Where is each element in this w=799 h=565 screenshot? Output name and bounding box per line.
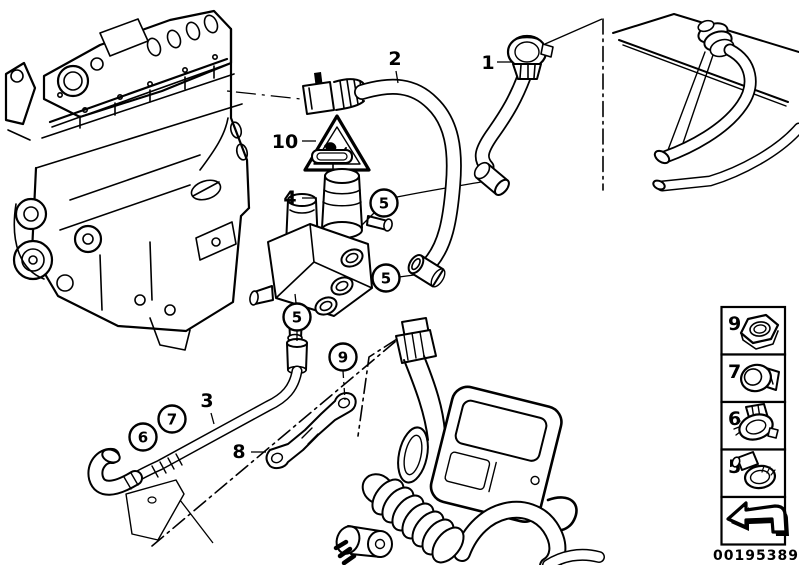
callout-6[interactable]: 6 xyxy=(128,422,158,452)
callout-3-label[interactable]: 3 xyxy=(200,390,213,412)
callout-5c[interactable]: 5 xyxy=(282,302,312,332)
engine-illustration xyxy=(4,9,251,351)
hose-1-illustration xyxy=(473,34,554,196)
callout-1-label[interactable]: 1 xyxy=(481,52,494,74)
hose-2-illustration xyxy=(302,72,462,288)
pump-assembly-illustration xyxy=(151,317,605,565)
leader-engine-to-hose2 xyxy=(226,90,302,100)
legend-item-5[interactable]: 5 xyxy=(720,448,787,499)
callout-4-label[interactable]: 4 xyxy=(283,187,296,209)
callout-leaders xyxy=(210,61,512,453)
worm-drive-clamp-icon xyxy=(731,451,777,490)
callout-10-label[interactable]: 10 xyxy=(272,131,298,153)
callout-7-label[interactable]: 7 xyxy=(167,411,177,429)
callout-2-label[interactable]: 2 xyxy=(388,48,401,70)
callout-5b[interactable]: 5 xyxy=(371,263,401,293)
callout-8[interactable]: 8 xyxy=(232,441,245,463)
legend-item-7[interactable]: 7 xyxy=(720,353,787,404)
callout-10[interactable]: 10 xyxy=(272,131,298,153)
water-valve-illustration xyxy=(249,149,393,343)
hex-nut-icon xyxy=(739,313,780,350)
legend-item-6-label[interactable]: 6 xyxy=(728,408,741,430)
figure-number: 00195389 xyxy=(713,548,799,564)
legend-item-7-label[interactable]: 7 xyxy=(728,361,741,383)
legend-item-9[interactable]: 9 xyxy=(720,305,787,356)
clip-clamp-icon xyxy=(733,403,779,441)
callout-3[interactable]: 3 xyxy=(200,390,213,412)
legend-item-6[interactable]: 6 xyxy=(720,400,787,451)
fastener-legend: 9 7 6 xyxy=(713,305,799,564)
mounting-bracket-illustration xyxy=(265,391,357,470)
callout-6-label[interactable]: 6 xyxy=(138,429,148,447)
legend-item-9-label[interactable]: 9 xyxy=(728,313,741,335)
callout-7[interactable]: 7 xyxy=(157,404,187,434)
callout-5c-label[interactable]: 5 xyxy=(292,309,302,327)
legend-item-arrow[interactable] xyxy=(720,495,790,546)
callout-1[interactable]: 1 xyxy=(481,52,494,74)
callout-5a[interactable]: 5 xyxy=(369,188,399,218)
callout-5a-label[interactable]: 5 xyxy=(379,195,389,213)
profile-clamp-icon xyxy=(740,363,780,393)
callout-9[interactable]: 9 xyxy=(328,342,358,372)
callout-5b-label[interactable]: 5 xyxy=(381,270,391,288)
callout-8-label[interactable]: 8 xyxy=(232,441,245,463)
radiator-illustration xyxy=(544,13,799,192)
callout-9-label[interactable]: 9 xyxy=(338,349,348,367)
callout-4[interactable]: 4 xyxy=(283,187,296,209)
direction-arrow-icon xyxy=(726,501,789,536)
callout-2[interactable]: 2 xyxy=(388,48,401,70)
coolant-pipe-illustration xyxy=(87,338,308,544)
leader-callout-5a xyxy=(396,181,482,198)
pump-boundary-line xyxy=(151,340,397,547)
